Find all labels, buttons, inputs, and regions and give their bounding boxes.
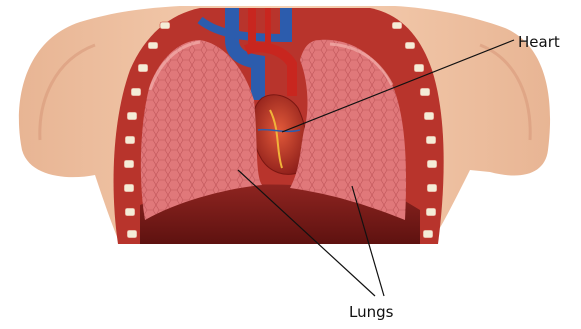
lungs-label: Lungs [349, 303, 393, 321]
heart-label: Heart [518, 33, 560, 51]
